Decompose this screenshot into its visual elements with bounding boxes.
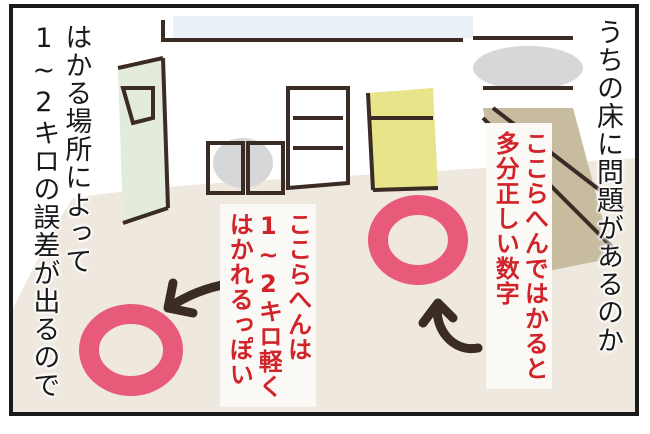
note-text: ここらへんは [282, 212, 312, 399]
light-spot-circle [79, 304, 183, 396]
note-text: はかれるっぽい [224, 212, 254, 399]
narration-left-col2: 1~2キロの誤差が出るので [28, 23, 60, 399]
note-text: 1~2キロ軽く [253, 212, 283, 399]
correct-spot-circle [368, 195, 468, 285]
comic-panel: うちの床に問題があるのか はかる場所によって 1~2キロの誤差が出るので ここら… [9, 4, 639, 416]
correct-spot-note: ここらへんではかると 多分正しい数字 [486, 123, 553, 389]
light-spot-note: ここらへんは 1~2キロ軽く はかれるっぽい [220, 204, 316, 407]
note-text: ここらへんではかると [519, 131, 549, 381]
note-text: 多分正しい数字 [490, 131, 520, 381]
narration-left-col1: はかる場所によって [60, 23, 92, 275]
narration-right: うちの床に問題があるのか [592, 18, 623, 354]
